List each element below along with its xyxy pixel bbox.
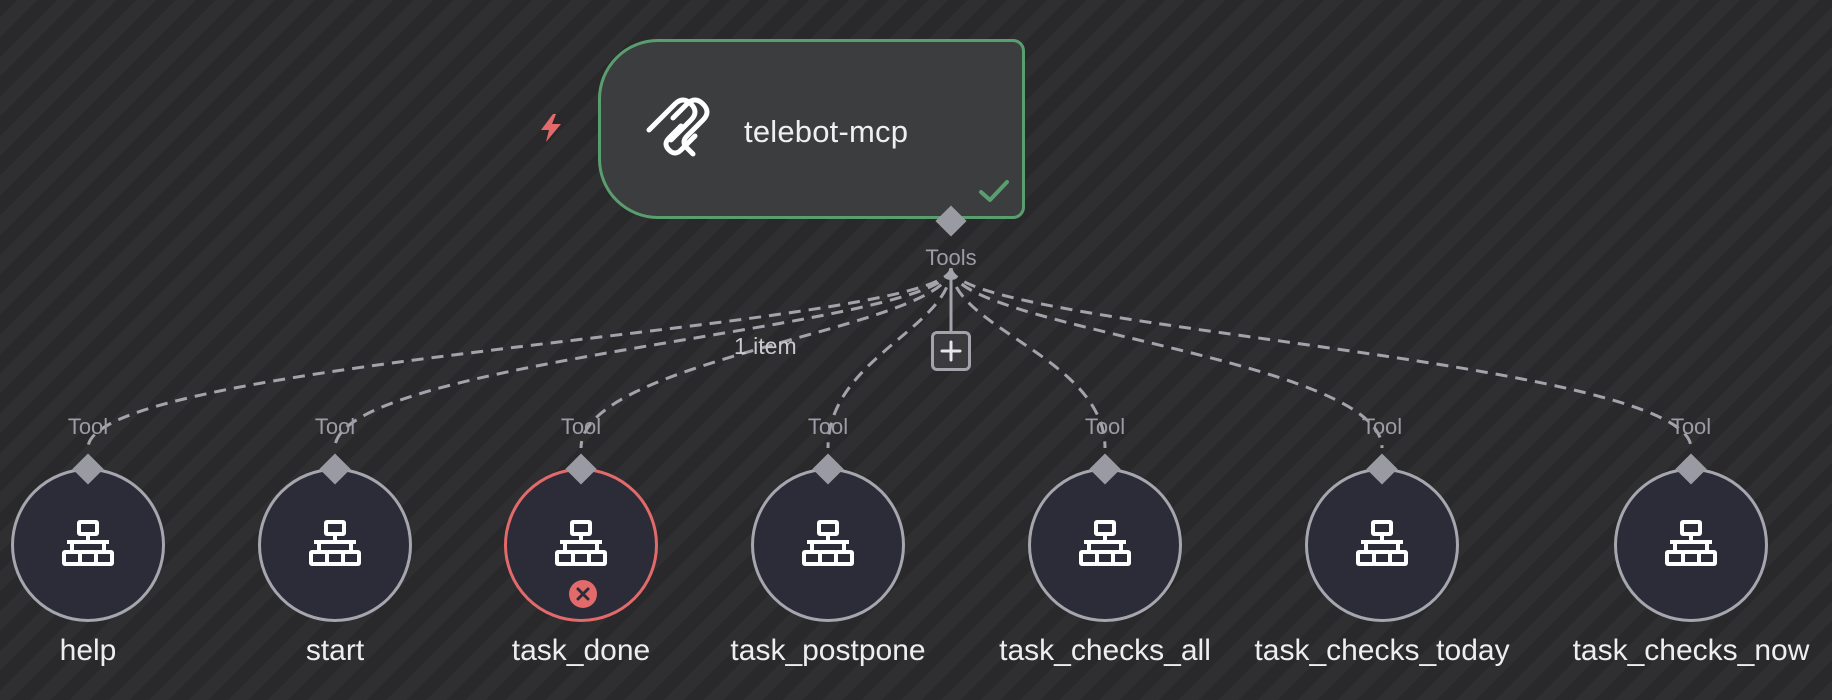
tool-port-label: Tool (1084, 414, 1126, 439)
tool-name-label: task_checks_today (1254, 634, 1510, 667)
check-icon (978, 178, 1010, 204)
tool-name-label: task_done (511, 634, 651, 667)
tool-name-label: task_checks_all (999, 634, 1211, 667)
network-icon (1664, 518, 1718, 572)
item-count-label: 1 item (734, 333, 797, 359)
connection-edge-task_checks_all[interactable] (949, 267, 1107, 449)
network-icon (554, 518, 608, 572)
plus-icon (940, 340, 962, 362)
tool-node-task_postpone[interactable] (751, 468, 905, 622)
connection-edge-task_checks_today[interactable] (949, 267, 1384, 449)
mcp-icon (643, 96, 715, 168)
connection-edge-start[interactable] (333, 267, 953, 449)
connection-edge-help[interactable] (86, 267, 953, 449)
tool-node-task_checks_now[interactable] (1614, 468, 1768, 622)
tool-name-label: help (59, 634, 117, 667)
tool-port-label: Tool (560, 414, 602, 439)
network-icon (1355, 518, 1409, 572)
tool-port-label: Tool (67, 414, 109, 439)
network-icon (61, 518, 115, 572)
tool-port-label: Tool (1361, 414, 1403, 439)
mcp-client-node[interactable]: telebot-mcp (598, 39, 1025, 219)
tool-name-label: task_postpone (730, 634, 926, 667)
network-icon (801, 518, 855, 572)
tools-port-label: Tools (925, 245, 977, 270)
tool-node-task_done[interactable] (504, 468, 658, 622)
tool-node-start[interactable] (258, 468, 412, 622)
tool-port-label: Tool (807, 414, 849, 439)
connection-edge-task_done[interactable] (579, 267, 953, 449)
lightning-bolt-icon[interactable] (535, 112, 567, 144)
connection-edge-task_checks_now[interactable] (949, 267, 1693, 449)
tool-port-label: Tool (314, 414, 356, 439)
tool-node-task_checks_all[interactable] (1028, 468, 1182, 622)
network-icon (1078, 518, 1132, 572)
add-tool-button[interactable] (931, 331, 971, 371)
tool-name-label: start (305, 634, 365, 667)
tool-node-task_checks_today[interactable] (1305, 468, 1459, 622)
tool-port-label: Tool (1670, 414, 1712, 439)
error-x-icon (568, 579, 598, 609)
node-title: telebot-mcp (744, 114, 909, 149)
connection-edge-task_postpone[interactable] (826, 267, 953, 449)
tool-name-label: task_checks_now (1572, 634, 1810, 667)
tool-node-help[interactable] (11, 468, 165, 622)
network-icon (308, 518, 362, 572)
